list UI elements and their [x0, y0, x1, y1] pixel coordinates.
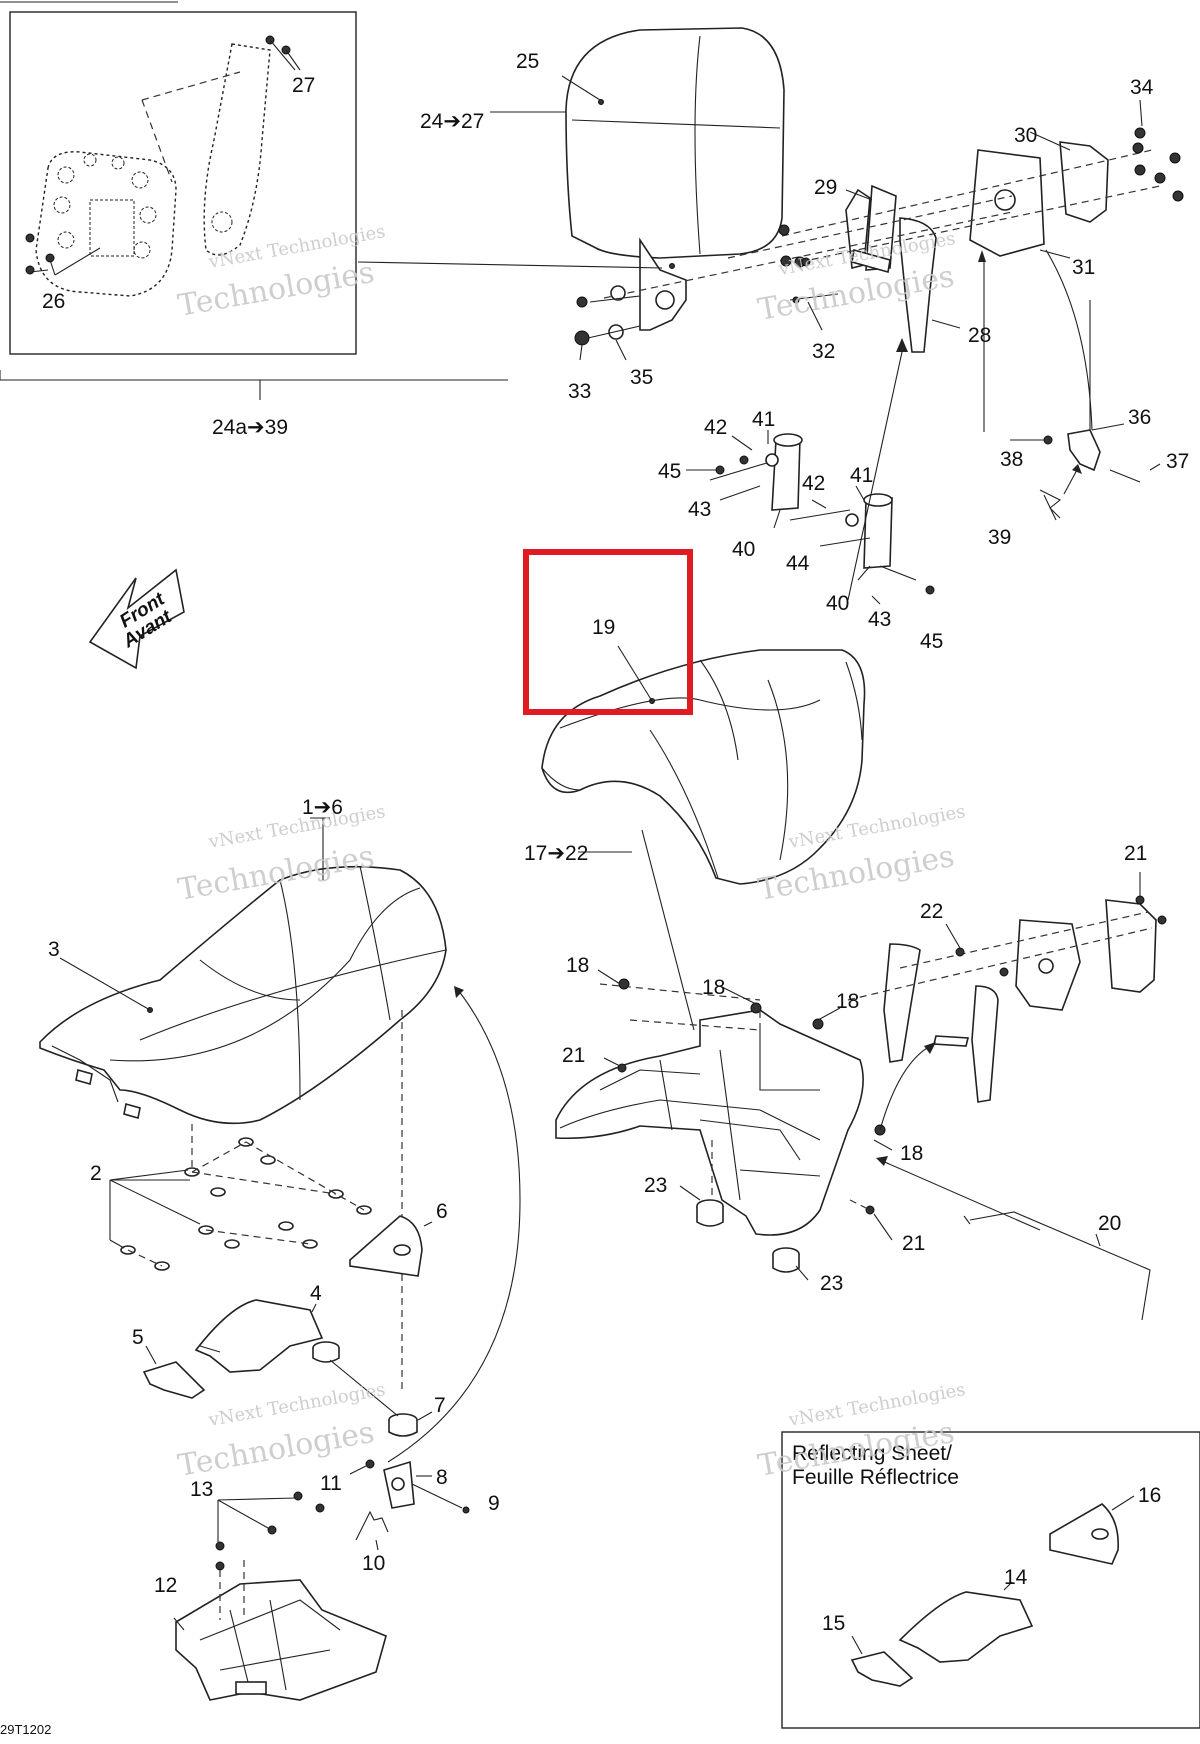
label-23b: 23	[820, 1272, 843, 1295]
label-18b: 18	[702, 976, 725, 999]
part-labels: 27 26 24a➔39 25 24➔27 34 30 29 31 28 32 …	[42, 50, 1189, 1635]
leader-lines	[357, 75, 1161, 1281]
label-3: 3	[48, 938, 60, 961]
inset-frame	[9, 11, 357, 355]
label-6: 6	[436, 1200, 448, 1223]
label-45a: 45	[658, 460, 681, 483]
label-37: 37	[1166, 450, 1189, 473]
label-40b: 40	[826, 592, 849, 615]
diagram-code: 29T1202	[0, 1722, 51, 1737]
backrest-plate-dotted	[35, 151, 177, 297]
label-39: 39	[988, 526, 1011, 549]
passenger-seat	[541, 645, 866, 1031]
label-4: 4	[310, 1282, 322, 1305]
label-5: 5	[132, 1326, 144, 1349]
label-44: 44	[786, 552, 810, 575]
post-assembly	[709, 338, 935, 601]
highlight-box-part-19	[523, 549, 693, 715]
latch-assembly	[1039, 429, 1141, 521]
label-23a: 23	[644, 1174, 667, 1197]
label-15: 15	[822, 1612, 845, 1635]
label-10: 10	[362, 1552, 385, 1575]
reflecting-sheet-box: Reflecting Sheet/ Feuille Réflectrice	[781, 1431, 1200, 1729]
label-8: 8	[436, 1466, 448, 1489]
label-45b: 45	[920, 630, 943, 653]
seat-base	[555, 895, 1167, 1321]
reflecting-sheet-frame	[781, 1431, 1200, 1729]
backrest-bracket-assembly	[574, 127, 1184, 432]
label-31: 31	[1072, 256, 1095, 279]
label-11: 11	[320, 1472, 342, 1495]
rubber-bumpers	[109, 1124, 372, 1271]
label-41a: 41	[752, 408, 775, 431]
label-18a: 18	[566, 954, 589, 977]
label-42a: 42	[704, 416, 727, 439]
label-42b: 42	[802, 472, 825, 495]
label-36: 36	[1128, 406, 1151, 429]
svg-text:Technologies: Technologies	[175, 1415, 377, 1484]
label-7: 7	[434, 1394, 446, 1417]
reflecting-title-line2: Feuille Réflectrice	[792, 1466, 959, 1489]
label-43a: 43	[688, 498, 711, 521]
label-26: 26	[42, 290, 65, 313]
driver-seat	[39, 817, 447, 1390]
backrest-arm-dotted	[203, 43, 271, 256]
reflecting-title-line1: Reflecting Sheet/	[792, 1442, 952, 1465]
label-21c: 21	[902, 1232, 925, 1255]
label-29: 29	[814, 176, 837, 199]
label-13: 13	[190, 1478, 213, 1501]
svg-text:Technologies: Technologies	[175, 255, 377, 324]
label-41b: 41	[850, 464, 873, 487]
label-35: 35	[630, 366, 653, 389]
lower-parts	[142, 986, 521, 1701]
label-16: 16	[1138, 1484, 1161, 1507]
label-32: 32	[812, 340, 835, 363]
label-17-22: 17➔22	[524, 842, 588, 865]
label-18c: 18	[836, 990, 859, 1013]
label-34: 34	[1130, 76, 1154, 99]
label-12: 12	[154, 1574, 177, 1597]
label-1-6: 1➔6	[302, 796, 343, 819]
label-14: 14	[1004, 1566, 1028, 1589]
label-21a: 21	[1124, 842, 1147, 865]
label-38: 38	[1000, 448, 1023, 471]
label-43b: 43	[868, 608, 891, 631]
label-2: 2	[90, 1162, 102, 1185]
label-33: 33	[568, 380, 591, 403]
label-30: 30	[1014, 124, 1037, 147]
label-24a-39: 24a➔39	[212, 416, 288, 439]
label-22: 22	[920, 900, 943, 923]
backrest-pad	[565, 27, 785, 331]
label-27: 27	[292, 74, 315, 97]
label-20: 20	[1098, 1212, 1121, 1235]
backrest-inset	[0, 1, 508, 400]
front-direction-arrow: Front Avant	[88, 568, 185, 670]
label-18d: 18	[900, 1142, 923, 1165]
label-21b: 21	[562, 1044, 585, 1067]
label-25: 25	[516, 50, 539, 73]
label-28: 28	[968, 324, 991, 347]
label-19: 19	[592, 616, 615, 639]
label-9: 9	[488, 1492, 500, 1515]
label-24-27: 24➔27	[420, 110, 484, 133]
label-40a: 40	[732, 538, 755, 561]
